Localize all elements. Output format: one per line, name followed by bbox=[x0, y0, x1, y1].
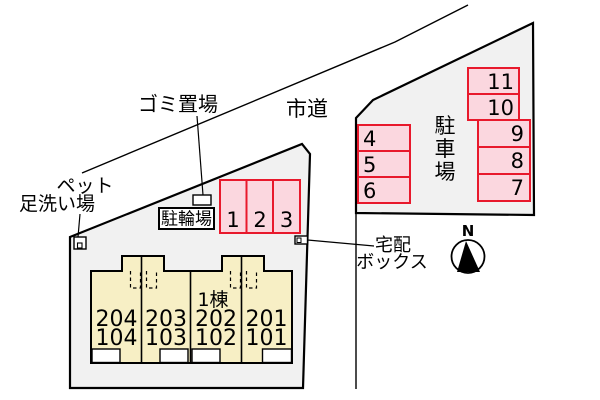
delivery-box-label-line2: ボックス bbox=[356, 252, 427, 273]
bicycle-parking-box bbox=[158, 207, 215, 230]
entrance-porch-4 bbox=[261, 348, 293, 364]
garbage-area-label: ゴミ置場 bbox=[138, 92, 218, 116]
city-road-label: 市道 bbox=[286, 97, 328, 121]
parking-lot-label-char2: 車 bbox=[435, 137, 456, 161]
stall-9-box bbox=[477, 119, 531, 148]
building-number-label: 1棟 bbox=[197, 289, 228, 311]
stall-7-number: 7 bbox=[511, 176, 524, 200]
stall-5-box bbox=[357, 150, 411, 178]
stall-8-number: 8 bbox=[511, 149, 524, 173]
compass: N bbox=[450, 222, 486, 274]
entrance-porch-2 bbox=[159, 348, 189, 364]
unit-104-label: 104 bbox=[96, 326, 138, 351]
parking-stalls-1-3: 1 2 3 bbox=[219, 179, 301, 234]
pet-wash-label-line1: ペット bbox=[56, 175, 113, 197]
stall-3-box bbox=[272, 179, 301, 234]
compass-circle-icon bbox=[450, 239, 486, 274]
unit-103-label: 103 bbox=[145, 326, 187, 351]
stall-6-number: 6 bbox=[363, 179, 376, 203]
stall-10-number: 10 bbox=[487, 96, 514, 120]
entrance-porch-3 bbox=[191, 348, 221, 364]
pet-wash-marker-detail bbox=[76, 242, 83, 249]
unit-102-label: 102 bbox=[195, 326, 237, 351]
stair-dash-mark-2 bbox=[145, 271, 158, 289]
pet-wash-label-line2: 足洗い場 bbox=[19, 193, 95, 215]
unit-204-label: 204 bbox=[96, 307, 138, 332]
parking-stalls-7-11: 11 10 9 8 7 bbox=[467, 67, 531, 202]
pet-wash-leader-line bbox=[77, 213, 81, 238]
stall-7-box bbox=[477, 173, 531, 202]
north-arrow-icon bbox=[457, 241, 480, 272]
parking-lot-label-char1: 駐 bbox=[435, 114, 456, 138]
unit-101-label: 101 bbox=[246, 326, 288, 351]
stall-5-number: 5 bbox=[363, 153, 376, 177]
road-edge-line-upper bbox=[81, 4, 469, 174]
bicycle-parking-label: 駐輪場 bbox=[161, 210, 212, 230]
stair-dash-mark-3 bbox=[229, 271, 242, 289]
parking-lot-label: 駐 車 場 bbox=[435, 114, 456, 184]
stall-4-box bbox=[357, 124, 411, 152]
delivery-box-label-line1: 宅配 bbox=[375, 235, 411, 256]
garbage-leader-line bbox=[196, 115, 204, 196]
stall-9-number: 9 bbox=[511, 122, 524, 146]
unit-201-label: 201 bbox=[246, 307, 288, 332]
entrance-porch-1 bbox=[91, 348, 121, 364]
stair-dash-mark-1 bbox=[129, 271, 142, 289]
stair-dash-mark-4 bbox=[245, 271, 258, 289]
delivery-box-marker-detail bbox=[296, 237, 302, 243]
unit-labels: 204 104 203 103 202 102 201 101 bbox=[96, 307, 288, 351]
unit-203-label: 203 bbox=[145, 307, 187, 332]
stall-8-box bbox=[477, 146, 531, 175]
stall-11-number: 11 bbox=[487, 70, 514, 94]
stall-3-number: 3 bbox=[280, 208, 293, 232]
north-label: N bbox=[462, 222, 475, 240]
stall-2-number: 2 bbox=[253, 208, 266, 232]
stall-6-box bbox=[357, 176, 411, 204]
parking-lot-label-char3: 場 bbox=[435, 160, 456, 184]
parking-stalls-4-6: 4 5 6 bbox=[357, 124, 411, 204]
stall-4-number: 4 bbox=[363, 127, 376, 151]
stall-2-box bbox=[245, 179, 274, 234]
delivery-box-leader-line bbox=[307, 239, 375, 247]
garbage-area-marker bbox=[192, 194, 212, 206]
unit-202-label: 202 bbox=[195, 307, 237, 332]
stall-1-number: 1 bbox=[226, 208, 239, 232]
